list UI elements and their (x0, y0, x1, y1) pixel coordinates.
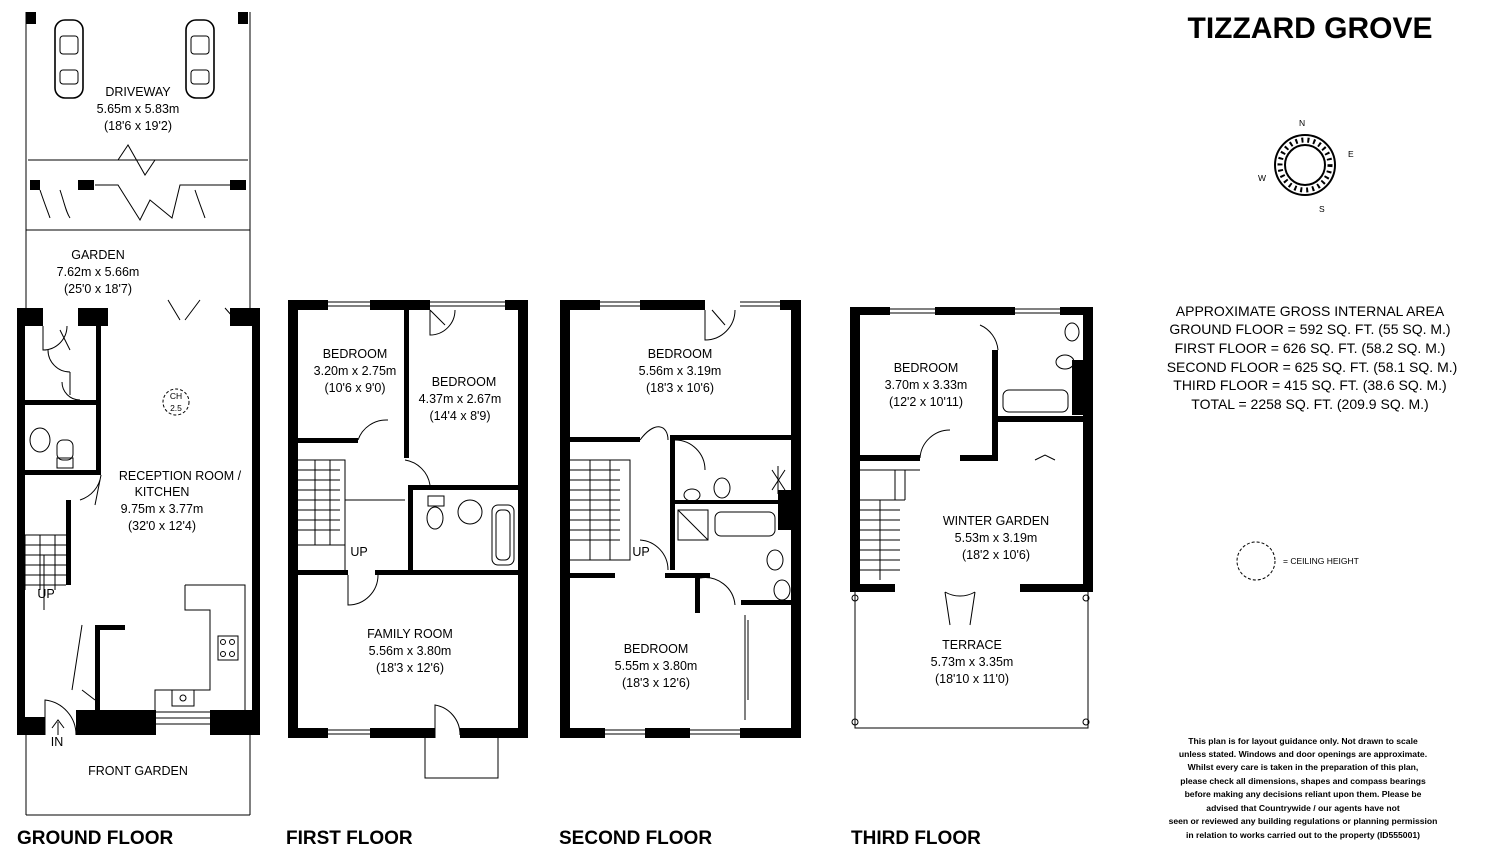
area-line: GROUND FLOOR = 592 SQ. FT. (55 SQ. M.) (1169, 321, 1450, 337)
disclaimer-line: please check all dimensions, shapes and … (1180, 776, 1426, 786)
garden-name: GARDEN (71, 248, 124, 262)
family-room-imperial: (18'3 x 12'6) (376, 661, 444, 675)
disclaimer-line: Whilst every care is taken in the prepar… (1188, 762, 1419, 772)
third-floor-title: THIRD FLOOR (851, 828, 981, 849)
driveway-name: DRIVEWAY (105, 85, 171, 99)
driveway-imperial: (18'6 x 19'2) (104, 119, 172, 133)
second-bedroom-1-name: BEDROOM (648, 347, 713, 361)
winter-garden-metric: 5.53m x 3.19m (955, 531, 1038, 545)
winter-garden-name: WINTER GARDEN (943, 514, 1049, 528)
family-room-name: FAMILY ROOM (367, 627, 453, 641)
compass-north: N (1299, 118, 1305, 128)
terrace-metric: 5.73m x 3.35m (931, 655, 1014, 669)
disclaimer-line: seen or reviewed any building regulation… (1169, 816, 1438, 826)
first-bedroom-1-metric: 3.20m x 2.75m (314, 364, 397, 378)
terrace-imperial: (18'10 x 11'0) (935, 672, 1009, 686)
first-floor-title: FIRST FLOOR (286, 828, 413, 849)
disclaimer: This plan is for layout guidance only. N… (1169, 736, 1438, 840)
second-bedroom-2-imperial: (18'3 x 12'6) (622, 676, 690, 690)
first-bedroom-2-metric: 4.37m x 2.67m (419, 392, 502, 406)
second-bedroom-2-metric: 5.55m x 3.80m (615, 659, 698, 673)
third-floor-plan: BEDROOM 3.70m x 3.33m (12'2 x 10'11) WIN… (850, 307, 1093, 849)
disclaimer-line: This plan is for layout guidance only. N… (1188, 736, 1418, 746)
area-heading: APPROXIMATE GROSS INTERNAL AREA (1176, 303, 1445, 319)
ceiling-height-legend: = CEILING HEIGHT (1236, 541, 1359, 581)
disclaimer-line: before making any decisions reliant upon… (1185, 789, 1422, 799)
first-bedroom-1-imperial: (10'6 x 9'0) (324, 381, 385, 395)
third-bedroom-metric: 3.70m x 3.33m (885, 378, 968, 392)
compass-south: S (1319, 204, 1325, 214)
reception-name-2: KITCHEN (135, 485, 190, 499)
second-floor-title: SECOND FLOOR (559, 828, 712, 849)
disclaimer-line: in relation to works carried out to the … (1186, 830, 1420, 840)
area-total: TOTAL = 2258 SQ. FT. (209.9 SQ. M.) (1191, 396, 1428, 412)
area-line: FIRST FLOOR = 626 SQ. FT. (58.2 SQ. M.) (1175, 340, 1446, 356)
front-garden-name: FRONT GARDEN (88, 764, 188, 778)
first-bedroom-2-name: BEDROOM (432, 375, 497, 389)
reception-imperial: (32'0 x 12'4) (128, 519, 196, 533)
second-up-label: UP (632, 545, 649, 559)
car-icon (54, 19, 84, 99)
first-up-label: UP (350, 545, 367, 559)
first-bedroom-2-imperial: (14'4 x 8'9) (429, 409, 490, 423)
third-bedroom-name: BEDROOM (894, 361, 959, 375)
ceiling-height-label: CH (170, 391, 182, 401)
ground-floor-plan: CH 2.5 DRIVEWAY 5.65m x 5.83m (18'6 x 19… (17, 12, 260, 849)
area-line: SECOND FLOOR = 625 SQ. FT. (58.1 SQ. M.) (1167, 359, 1458, 375)
garden-metric: 7.62m x 5.66m (57, 265, 140, 279)
disclaimer-line: unless stated. Windows and door openings… (1179, 749, 1427, 759)
second-bedroom-2-name: BEDROOM (624, 642, 689, 656)
compass-icon: N E S W (1258, 118, 1354, 214)
area-line: THIRD FLOOR = 415 SQ. FT. (38.6 SQ. M.) (1173, 377, 1446, 393)
ceiling-height-value: 2.5 (170, 403, 182, 413)
second-floor-plan: BEDROOM 5.56m x 3.19m (18'3 x 10'6) UP B… (559, 300, 801, 849)
family-room-metric: 5.56m x 3.80m (369, 644, 452, 658)
second-bedroom-1-imperial: (18'3 x 10'6) (646, 381, 714, 395)
first-floor-plan: BEDROOM 3.20m x 2.75m (10'6 x 9'0) BEDRO… (286, 300, 528, 849)
first-bedroom-1-name: BEDROOM (323, 347, 388, 361)
terrace-name: TERRACE (942, 638, 1002, 652)
driveway-metric: 5.65m x 5.83m (97, 102, 180, 116)
area-summary: APPROXIMATE GROSS INTERNAL AREA GROUND F… (1167, 303, 1458, 412)
ground-floor-title: GROUND FLOOR (17, 828, 173, 849)
disclaimer-line: advised that Countrywide / our agents ha… (1206, 803, 1400, 813)
compass-west: W (1258, 173, 1266, 183)
compass-east: E (1348, 149, 1354, 159)
car-icon (185, 19, 215, 99)
reception-name: RECEPTION ROOM / (119, 469, 242, 483)
property-title: TIZZARD GROVE (1188, 12, 1433, 45)
ground-up-label: UP (37, 587, 54, 601)
garden-imperial: (25'0 x 18'7) (64, 282, 132, 296)
legend-label: = CEILING HEIGHT (1283, 556, 1359, 566)
second-bedroom-1-metric: 5.56m x 3.19m (639, 364, 722, 378)
entrance-label: IN (51, 735, 64, 749)
third-bedroom-imperial: (12'2 x 10'11) (889, 395, 963, 409)
reception-metric: 9.75m x 3.77m (121, 502, 204, 516)
winter-garden-imperial: (18'2 x 10'6) (962, 548, 1030, 562)
